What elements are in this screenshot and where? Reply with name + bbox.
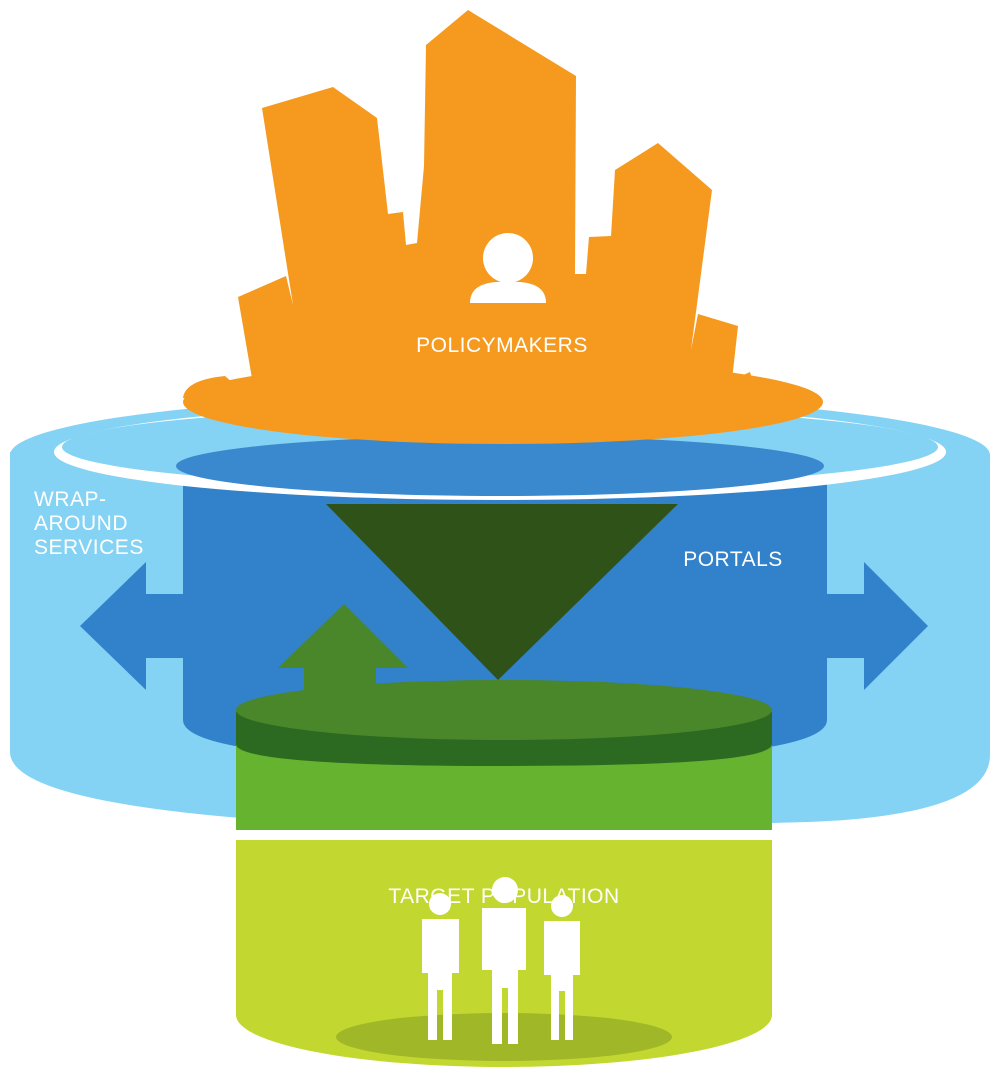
group-of-people-icon bbox=[422, 877, 580, 1044]
portals-label: PORTALS bbox=[683, 548, 783, 571]
double-arrow-right-icon bbox=[826, 562, 928, 690]
city-base-highlight bbox=[183, 376, 250, 398]
person-middle bbox=[482, 877, 526, 1044]
target-population-label: TARGET POPULATION bbox=[388, 885, 619, 908]
city-base bbox=[183, 360, 823, 444]
arrow-up-icon bbox=[278, 604, 408, 692]
ground-shadow bbox=[336, 1013, 672, 1061]
person-icon bbox=[470, 233, 546, 303]
population-cylinder-green bbox=[236, 604, 772, 830]
person-left bbox=[422, 893, 459, 1040]
target-population-cylinder bbox=[236, 840, 772, 1067]
person-shoulders bbox=[470, 282, 546, 303]
wraparound-label-line1: WRAP- bbox=[34, 488, 107, 511]
ring-rim-opening bbox=[176, 436, 824, 496]
person-right bbox=[544, 895, 580, 1040]
person-head bbox=[483, 233, 533, 283]
city-skyline bbox=[238, 10, 757, 396]
green-cylinder-top bbox=[236, 680, 772, 740]
policymakers-label: POLICYMAKERS bbox=[416, 334, 588, 357]
wraparound-label-line2: AROUND bbox=[34, 512, 128, 535]
policymakers-city bbox=[183, 10, 823, 444]
wraparound-label-line3: SERVICES bbox=[34, 536, 144, 559]
double-arrow-left-icon bbox=[80, 562, 184, 690]
funnel-triangle-icon bbox=[326, 504, 678, 680]
